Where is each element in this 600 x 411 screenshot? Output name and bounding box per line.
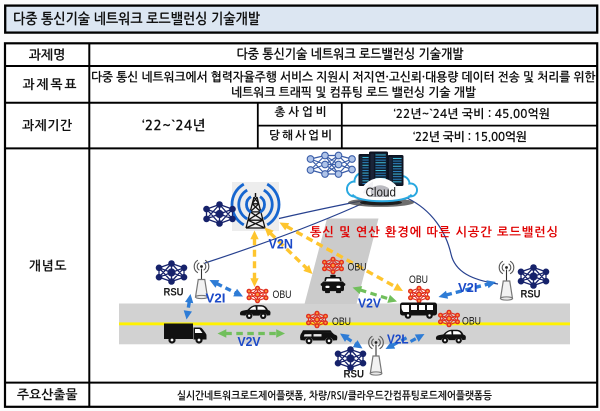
svg-text:RSU: RSU (164, 286, 184, 298)
svg-text:RSU: RSU (344, 368, 365, 380)
svg-text:RSU: RSU (521, 288, 541, 300)
svg-text:OBU: OBU (273, 289, 292, 301)
svg-text:V2N: V2N (269, 237, 294, 252)
svg-text:OBU: OBU (332, 316, 351, 328)
svg-text:OBU: OBU (409, 274, 428, 286)
svg-text:OBU: OBU (348, 261, 367, 273)
svg-text:V2I: V2I (458, 281, 478, 295)
svg-text:Cloud: Cloud (366, 186, 397, 200)
svg-text:V2V: V2V (358, 296, 381, 311)
svg-text:V2I: V2I (206, 292, 226, 306)
svg-text:V2L: V2L (387, 332, 409, 347)
svg-text:OBU: OBU (462, 316, 481, 328)
svg-text:V2V: V2V (238, 334, 261, 349)
